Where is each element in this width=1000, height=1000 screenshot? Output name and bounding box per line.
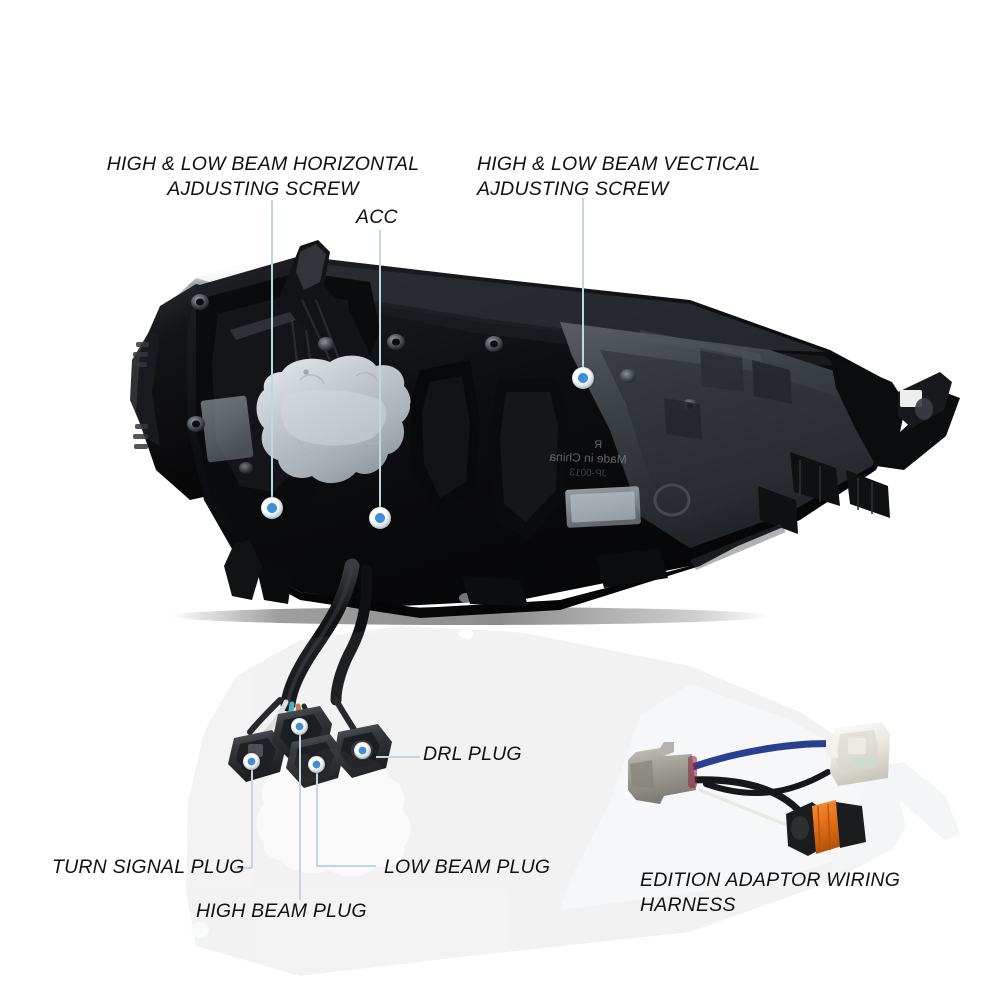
marker-vertical-adjusting-screw bbox=[572, 367, 594, 389]
marker-horizontal-adjusting-screw bbox=[261, 497, 283, 519]
black-wire-lower bbox=[703, 769, 831, 796]
lower-left-tab bbox=[224, 540, 262, 600]
marker-low-beam-plug bbox=[308, 756, 325, 773]
svg-text:Made in China: Made in China bbox=[549, 450, 627, 467]
grey-connector bbox=[628, 742, 697, 804]
contact-shadow bbox=[170, 607, 770, 625]
leader-turn-signal-plug-vertical bbox=[251, 766, 253, 868]
right-mount-bracket bbox=[830, 356, 960, 470]
marker-turn-signal-plug bbox=[243, 753, 260, 770]
edition-adaptor-wiring-harness bbox=[628, 722, 890, 856]
leader-vertical-adjusting-screw bbox=[582, 198, 584, 376]
marker-high-beam-plug bbox=[291, 718, 308, 735]
leader-turn-signal-plug-horizontal bbox=[234, 867, 252, 869]
leader-high-beam-plug bbox=[299, 730, 301, 900]
callout-adaptor-wiring-harness: EDITION ADAPTOR WIRING HARNESS bbox=[640, 869, 901, 916]
callout-high-beam-plug: HIGH BEAM PLUG bbox=[196, 900, 367, 922]
orange-black-connector bbox=[786, 800, 866, 856]
leader-low-beam-plug-horizontal bbox=[316, 865, 376, 867]
callout-turn-signal-plug: TURN SIGNAL PLUG bbox=[52, 856, 245, 878]
svg-text:JP-0013: JP-0013 bbox=[569, 467, 607, 479]
leader-acc bbox=[379, 230, 381, 515]
headlight-housing: R Made in China JP-0013 bbox=[130, 240, 960, 618]
blue-wire bbox=[686, 740, 842, 772]
leader-drl-plug bbox=[376, 756, 420, 758]
leader-low-beam-plug-vertical bbox=[316, 768, 318, 866]
housing-top-edge bbox=[300, 262, 826, 352]
callout-acc: ACC bbox=[356, 206, 398, 228]
molded-marking: R Made in China JP-0013 bbox=[549, 439, 627, 480]
white-wire bbox=[698, 788, 792, 828]
black-wire-upper bbox=[686, 776, 804, 816]
callout-drl-plug: DRL PLUG bbox=[423, 743, 522, 765]
leader-horizontal-adjusting-screw bbox=[271, 200, 273, 505]
svg-text:R: R bbox=[594, 439, 602, 451]
callout-horizontal-adjusting-screw: HIGH & LOW BEAM HORIZONTAL AJDUSTING SCR… bbox=[106, 153, 420, 200]
left-rib-detail bbox=[132, 342, 149, 449]
callout-low-beam-plug: LOW BEAM PLUG bbox=[384, 856, 551, 878]
embossed-ring bbox=[653, 483, 691, 517]
marker-acc bbox=[369, 507, 391, 529]
marker-drl-plug bbox=[354, 742, 371, 759]
left-label-plate bbox=[200, 395, 254, 463]
white-connector bbox=[826, 722, 890, 786]
bracket-notch bbox=[900, 390, 922, 407]
callout-vertical-adjusting-screw: HIGH & LOW BEAM VECTICAL AJDUSTING SCREW bbox=[477, 153, 761, 200]
